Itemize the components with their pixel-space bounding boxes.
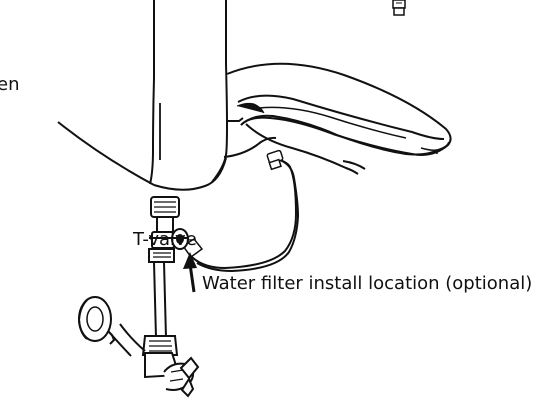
tank-left-slope <box>57 121 155 186</box>
supply-pipe <box>153 261 167 339</box>
filter-arrow-icon <box>183 252 197 293</box>
tank-right-wall <box>211 0 228 183</box>
valve-icon <box>77 296 200 398</box>
water-filter-label: Water filter install location (optional) <box>202 273 533 294</box>
hose-icon <box>181 149 300 273</box>
t-valve-icon <box>148 196 189 263</box>
t-valve-label: T-valve <box>133 229 197 250</box>
tank-left-wall <box>149 0 155 185</box>
seat-icon <box>223 62 452 175</box>
partial-edge-label: en <box>0 74 20 95</box>
top-fitting-icon <box>392 0 406 16</box>
tank-bottom <box>153 157 227 191</box>
